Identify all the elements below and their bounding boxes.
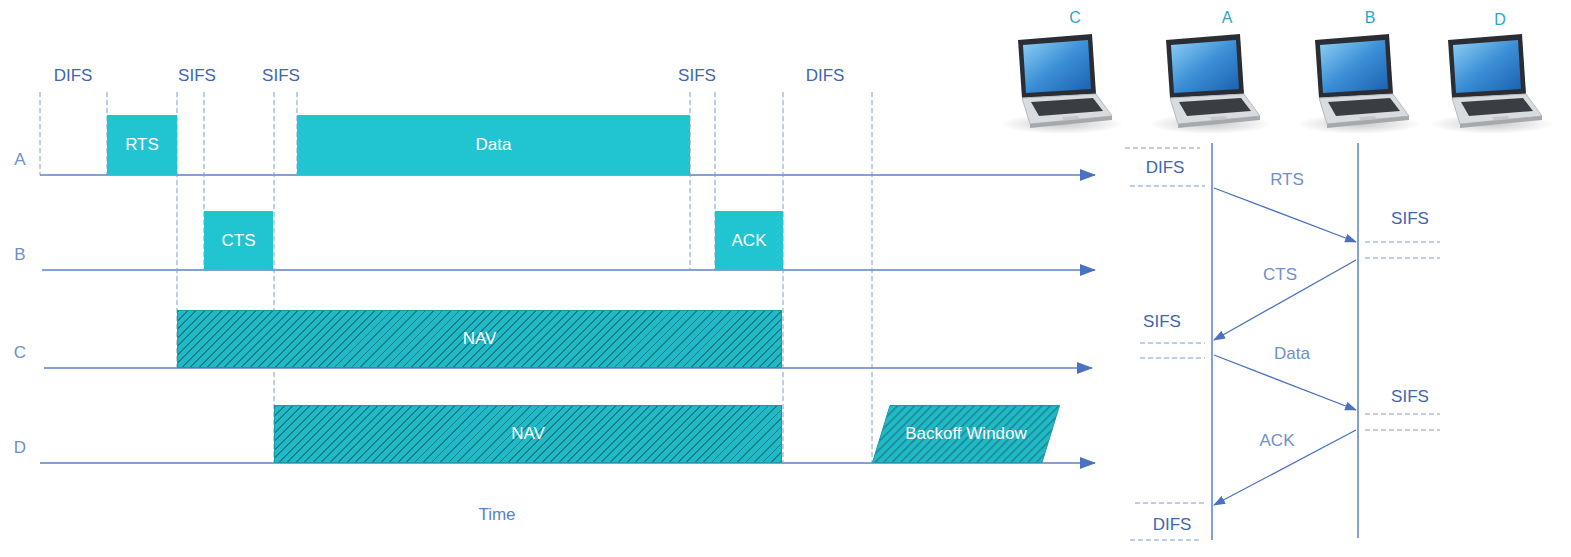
station-label: B xyxy=(1365,9,1376,27)
nav-bar: NAV xyxy=(274,405,782,463)
frame-label: Data xyxy=(476,135,512,155)
cts-frame: CTS xyxy=(204,211,273,270)
frame-label: CTS xyxy=(222,231,256,251)
interval-label: SIFS xyxy=(178,66,216,86)
interval-mark xyxy=(783,92,784,463)
station-label: D xyxy=(1494,11,1506,29)
frame-label: RTS xyxy=(125,135,159,155)
data-frame: Data xyxy=(297,115,690,175)
frame-label: ACK xyxy=(732,231,767,251)
station-label: C xyxy=(14,343,26,363)
message-label: RTS xyxy=(1270,170,1304,190)
frame-label: NAV xyxy=(463,329,497,349)
interval-label: DIFS xyxy=(806,66,845,86)
backoff-window: Backoff Window xyxy=(872,405,1060,463)
station-label: A xyxy=(1222,9,1233,27)
interval-marks xyxy=(40,92,872,463)
lifeline xyxy=(1357,143,1359,538)
interval-label: SIFS xyxy=(262,66,300,86)
frame-label: Backoff Window xyxy=(905,424,1027,444)
message-arrow xyxy=(1214,430,1356,505)
frame-label: NAV xyxy=(511,424,545,444)
rts-frame: RTS xyxy=(107,115,177,175)
time-axis xyxy=(42,269,1095,271)
interval-mark xyxy=(872,92,873,463)
interval-mark xyxy=(1365,414,1440,415)
interval-label: DIFS xyxy=(1146,158,1185,178)
interval-mark xyxy=(1365,430,1440,431)
ack-frame: ACK xyxy=(715,211,783,270)
interval-mark xyxy=(40,92,41,175)
sequence-marks xyxy=(1125,148,1440,540)
laptop-icon xyxy=(1148,34,1272,134)
axis-label: Time xyxy=(478,505,515,525)
message-arrow xyxy=(1214,355,1356,410)
nav-bar: NAV xyxy=(177,310,782,368)
interval-label: DIFS xyxy=(54,66,93,86)
laptop-icon xyxy=(1430,34,1554,134)
interval-label: DIFS xyxy=(1153,515,1192,535)
message-label: ACK xyxy=(1260,431,1295,451)
interval-label: SIFS xyxy=(678,66,716,86)
backoff-shape xyxy=(873,406,1060,463)
message-arrow xyxy=(1214,188,1356,242)
lifeline xyxy=(1211,143,1213,540)
station-label: C xyxy=(1069,9,1081,27)
interval-label: SIFS xyxy=(1391,209,1429,229)
interval-mark xyxy=(1140,343,1205,344)
interval-label: SIFS xyxy=(1391,387,1429,407)
laptop-icon xyxy=(1000,34,1124,134)
station-label: B xyxy=(14,245,25,265)
interval-mark xyxy=(1130,186,1205,187)
message-label: Data xyxy=(1274,344,1310,364)
lifelines xyxy=(1212,143,1358,540)
interval-mark xyxy=(1140,358,1205,359)
message-label: CTS xyxy=(1263,265,1297,285)
interval-mark xyxy=(1135,503,1205,504)
interval-mark xyxy=(1365,258,1440,259)
station-label: A xyxy=(14,150,25,170)
interval-mark xyxy=(1365,242,1440,243)
message-arrow xyxy=(1214,260,1356,340)
stations xyxy=(1000,34,1554,134)
interval-mark xyxy=(1125,148,1200,149)
interval-label: SIFS xyxy=(1143,312,1181,332)
frame-messages xyxy=(1214,188,1356,505)
interval-mark xyxy=(1130,540,1200,541)
time-axes xyxy=(40,175,1095,463)
station-label: D xyxy=(14,438,26,458)
laptop-icon xyxy=(1297,34,1421,134)
